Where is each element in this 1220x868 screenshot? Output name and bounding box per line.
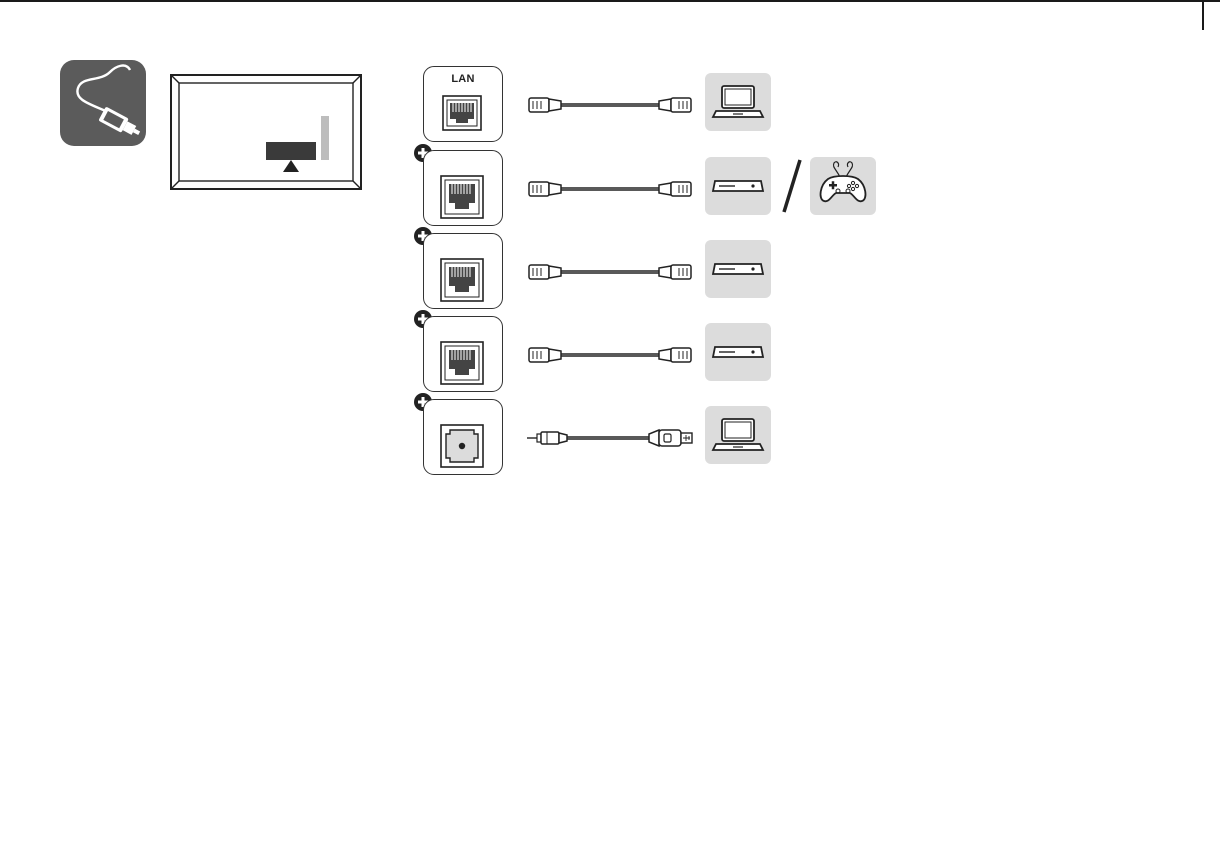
laptop-icon [705,73,771,131]
port-row-5 [410,399,890,477]
tv-rear-diagram [170,74,362,190]
network-jack-icon [440,175,484,219]
port-label: LAN [424,73,502,85]
port-panel [423,233,503,309]
media-player-icon [705,157,771,215]
top-corner-tick [1202,0,1204,30]
port-row-4 [410,316,890,394]
port-panel [423,316,503,392]
port-panel [423,150,503,226]
serial-jack-icon [440,424,484,468]
network-cable-icon [525,178,695,200]
network-cable-icon [525,344,695,366]
port-row-3 [410,233,890,311]
media-player-icon [705,240,771,298]
port-row-lan: LAN [410,66,890,144]
audio-to-usb-cable-icon [525,427,695,449]
or-separator [780,158,804,214]
game-controller-icon [810,157,876,215]
cable-connection-icon [60,60,146,146]
port-panel [423,399,503,475]
lan-jack-icon [442,95,482,131]
top-border-line [0,0,1220,2]
media-player-icon [705,323,771,381]
network-cable-icon [525,94,695,116]
network-jack-icon [440,341,484,385]
network-jack-icon [440,258,484,302]
laptop-icon [705,406,771,464]
network-cable-icon [525,261,695,283]
port-row-2 [410,150,890,228]
lan-port-panel: LAN [423,66,503,142]
